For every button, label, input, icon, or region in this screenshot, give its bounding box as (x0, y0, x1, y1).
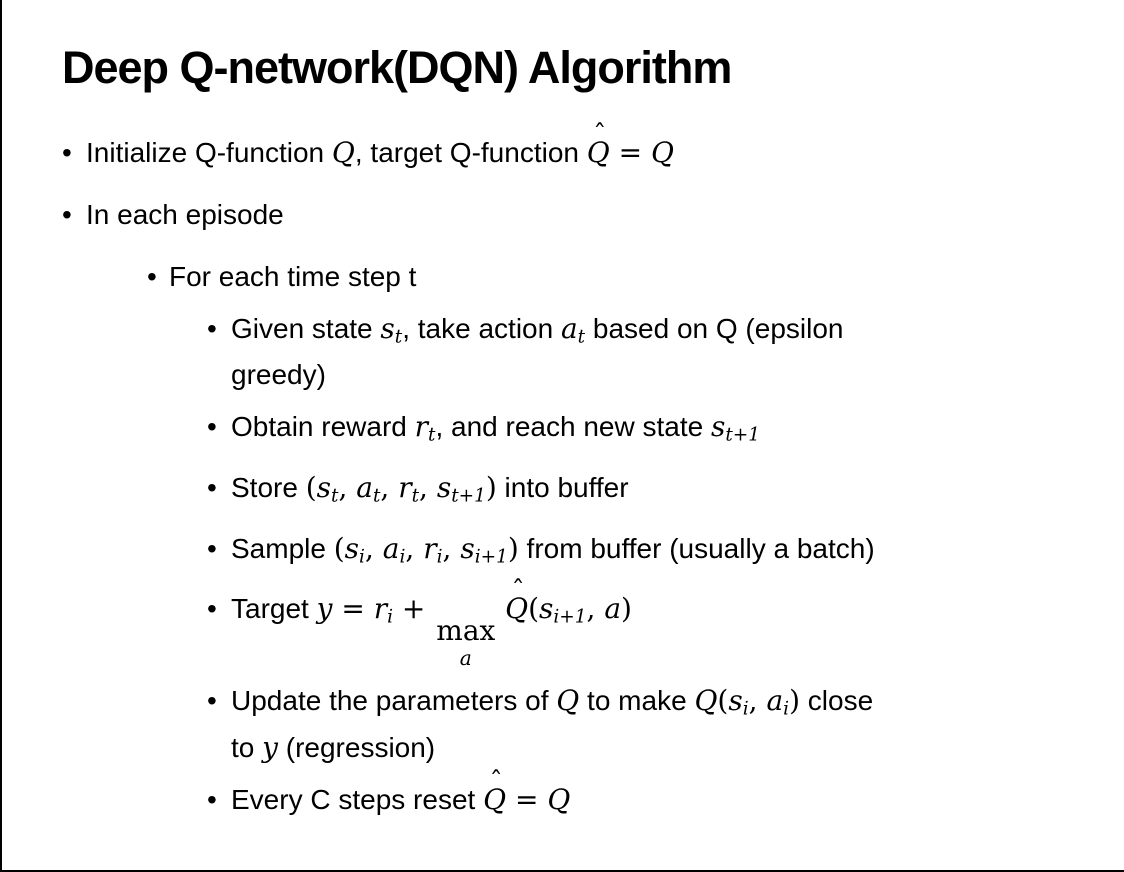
bullet-text: Update the parameters of Q to make Q(si,… (231, 684, 874, 764)
bullet-item: • For each time step t (147, 258, 1124, 296)
bullet-icon: • (207, 532, 217, 564)
bullet-item: • Update the parameters of Q to make Q(si… (207, 682, 1124, 767)
bullet-icon: • (207, 593, 217, 625)
bullet-icon: • (147, 260, 157, 292)
bullet-text: Initialize Q-function Q, target Q-functi… (86, 118, 1124, 172)
bullet-text: Obtain reward rt, and reach new state st… (231, 410, 760, 446)
bullet-item: • Given state st, take action at based on… (207, 310, 1124, 395)
bullet-icon: • (62, 198, 72, 230)
bullet-text: Given state st, take action at based on … (231, 311, 844, 391)
bullet-item: • Obtain reward rt, and reach new state s… (207, 408, 1124, 455)
bullet-text: For each time step t (169, 260, 417, 292)
bullet-text: Sample (si, ai, ri, si+1) from buffer (u… (231, 531, 875, 568)
bullet-text: Store (st, at, rt, st+1) into buffer (231, 470, 629, 507)
bullet-icon: • (207, 411, 217, 443)
slide-title: Deep Q-network(DQN) Algorithm (62, 42, 732, 93)
bullet-icon: • (207, 685, 217, 717)
bullet-item: • Initialize Q-function Q, target Q-funct… (62, 118, 1124, 172)
bullet-item: • Sample (si, ai, ri, si+1) from buffer (… (207, 530, 1124, 577)
bullet-text: In each episode (86, 198, 284, 230)
bullet-icon: • (207, 312, 217, 344)
bullet-icon: • (207, 471, 217, 503)
bullet-icon: • (207, 783, 217, 815)
bullet-icon: • (62, 136, 72, 168)
bullet-list: • Initialize Q-function Q, target Q-funct… (2, 118, 1124, 819)
bullet-item: • In each episode (62, 196, 1124, 234)
bullet-item: • Store (st, at, rt, st+1) into buffer (207, 469, 1124, 516)
